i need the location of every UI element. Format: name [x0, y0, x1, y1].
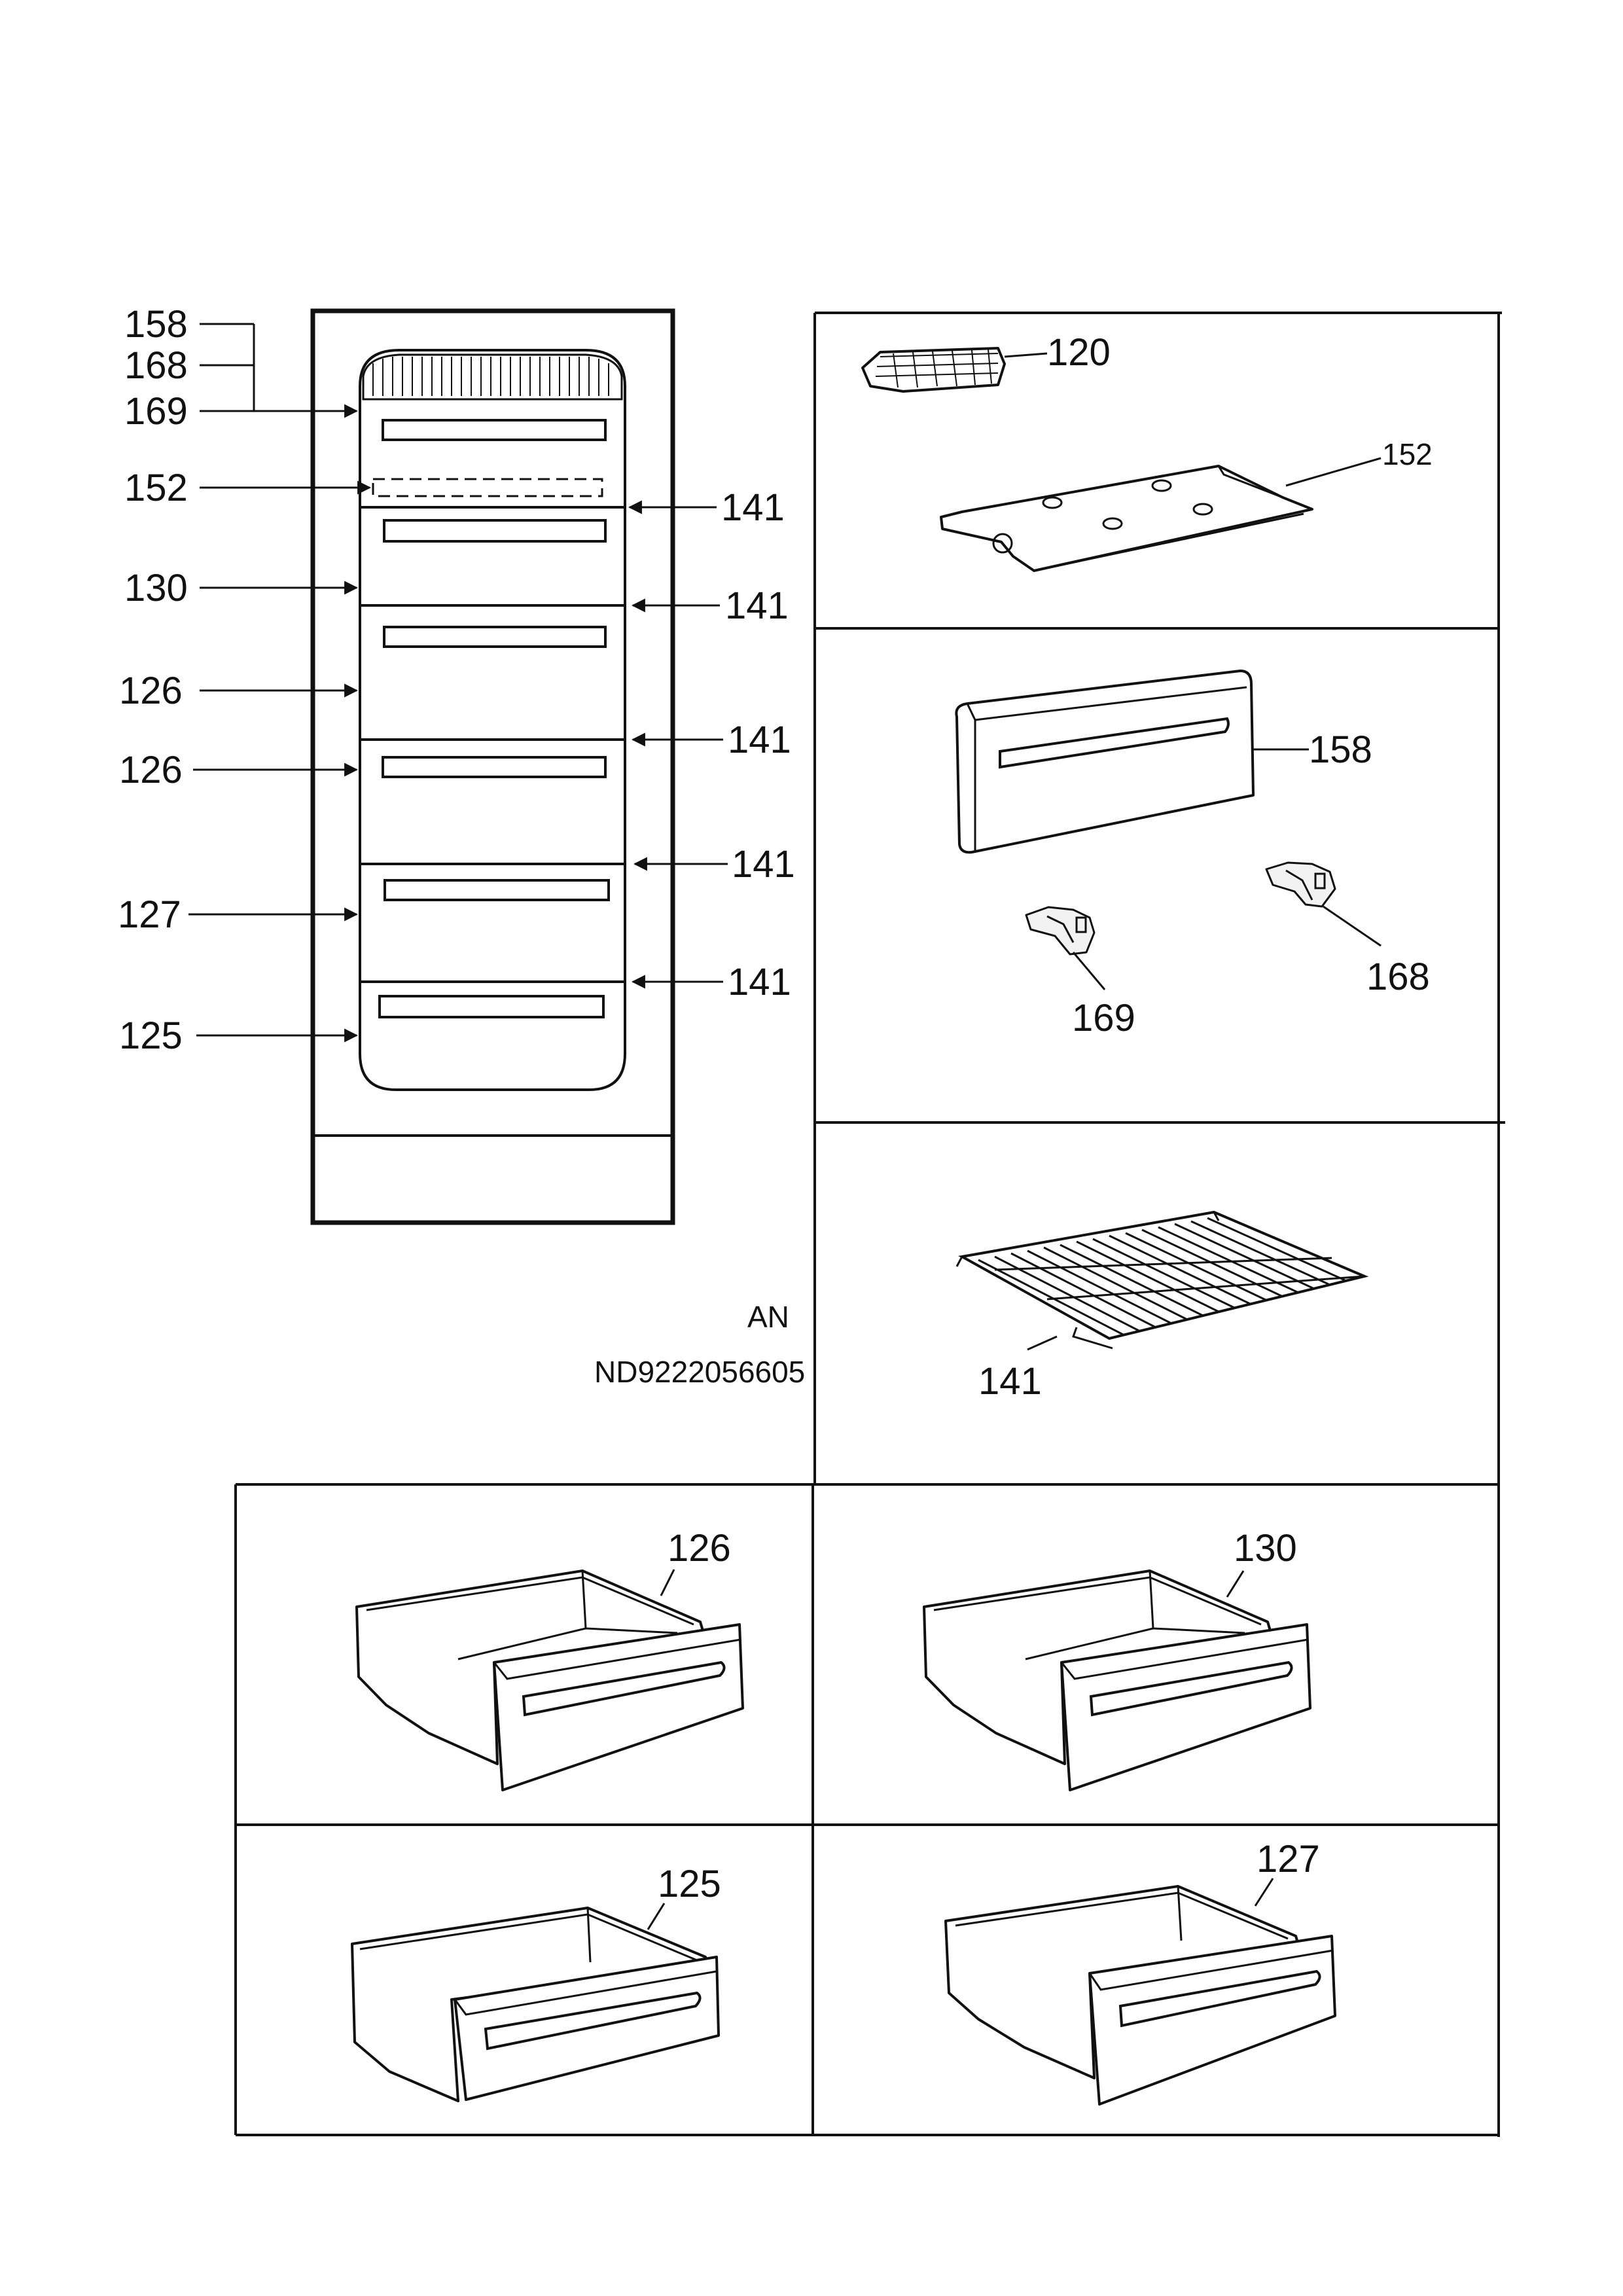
hinge-icon [1025, 906, 1096, 956]
label-168: 168 [124, 344, 188, 387]
label-130: 130 [1234, 1527, 1297, 1570]
label-127: 127 [118, 893, 181, 936]
label-158: 158 [1309, 728, 1372, 771]
label-126: 126 [119, 670, 183, 712]
cover-plate-icon [940, 465, 1313, 572]
drawer-icon [923, 1570, 1311, 1791]
label-152: 152 [1382, 437, 1433, 471]
label-141: 141 [721, 486, 785, 529]
overview-leaders [188, 323, 728, 1043]
label-141: 141 [732, 843, 795, 886]
label-130: 130 [124, 567, 188, 609]
model-code: AN [747, 1300, 789, 1334]
label-168: 168 [1366, 956, 1430, 998]
drawer-icon [355, 1570, 744, 1791]
label-127: 127 [1257, 1838, 1320, 1880]
label-141: 141 [728, 961, 791, 1003]
label-158: 158 [124, 303, 188, 346]
label-169: 169 [1072, 997, 1135, 1039]
label-169: 169 [124, 390, 188, 433]
document-number: ND9222056605 [594, 1355, 805, 1389]
label-125: 125 [658, 1863, 721, 1905]
label-126: 126 [668, 1527, 731, 1570]
label-126: 126 [119, 749, 183, 791]
hinge-icon [1265, 861, 1336, 908]
label-141: 141 [725, 584, 789, 627]
label-141: 141 [728, 719, 791, 761]
label-120: 120 [1047, 331, 1111, 374]
drawer-icon [351, 1907, 720, 2102]
label-141: 141 [978, 1360, 1042, 1403]
label-152: 152 [124, 467, 188, 509]
ice-tray-icon [861, 347, 1006, 393]
panel-grid [234, 312, 1505, 2137]
drawer-icon [944, 1885, 1336, 2106]
appliance-cabinet-icon [310, 308, 675, 1225]
wire-shelf-icon [955, 1210, 1369, 1350]
label-125: 125 [119, 1014, 183, 1057]
flap-icon [955, 670, 1255, 854]
